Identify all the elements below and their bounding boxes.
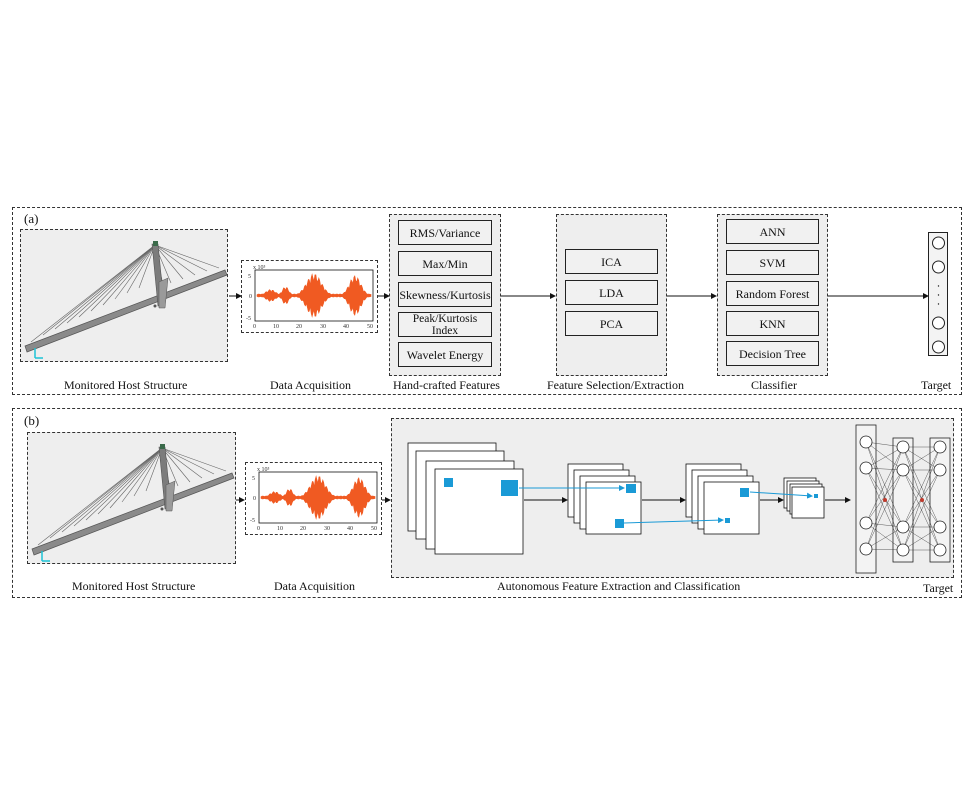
fc-connection — [902, 446, 941, 471]
fc-connection — [865, 441, 904, 528]
fc-connection — [902, 446, 941, 528]
ytick-a-2: -5 — [246, 316, 251, 322]
caption-classifier: Classifier — [751, 378, 797, 392]
xtick-b-1: 10 — [277, 526, 283, 532]
bridge-image-b — [27, 432, 236, 564]
fc-connection — [865, 441, 904, 471]
caption-structure-b: Monitored Host Structure — [72, 579, 196, 593]
fc-connection — [865, 446, 904, 524]
plot-exponent-a: x 10³ — [253, 265, 266, 271]
classifier-random-forest: Random Forest — [726, 281, 819, 306]
xtick-a-2: 20 — [296, 324, 302, 330]
xtick-a-5: 50 — [367, 324, 373, 330]
fc-connection — [865, 469, 904, 524]
fc-node — [896, 520, 910, 534]
xtick-a-1: 10 — [273, 324, 279, 330]
feature-skewness-kurtosis: Skewness/Kurtosis — [398, 282, 492, 307]
panel-b-label: (b) — [24, 413, 40, 428]
classifier-decision-tree: Decision Tree — [726, 341, 819, 366]
xtick-b-0: 0 — [257, 526, 260, 532]
fc-connection — [865, 446, 904, 550]
fc-node — [896, 463, 910, 477]
selection-pca: PCA — [565, 311, 658, 336]
fc-connection — [865, 522, 904, 551]
target-layer-a — [928, 232, 948, 356]
fc-node — [859, 435, 873, 449]
caption-acquisition-b: Data Acquisition — [274, 579, 355, 593]
data-acquisition-plot-b: x 10³ 5 0 -5 0 10 20 30 40 50 — [245, 462, 382, 535]
caption-acquisition-a: Data Acquisition — [270, 378, 351, 392]
selection-lda: LDA — [565, 280, 658, 305]
target-nodes-a — [932, 236, 945, 354]
fc-connection — [865, 446, 904, 469]
xtick-a-0: 0 — [253, 324, 256, 330]
xtick-a-3: 30 — [320, 324, 326, 330]
fc-node — [933, 543, 947, 557]
vibration-signal-b: x 10³ 5 0 -5 0 10 20 30 40 50 — [250, 467, 378, 532]
xtick-b-2: 20 — [300, 526, 306, 532]
vibration-signal-a: x 10³ 5 0 -5 0 10 20 30 40 50 — [246, 265, 374, 330]
caption-structure-a: Monitored Host Structure — [64, 378, 188, 392]
fc-node — [859, 516, 873, 530]
xtick-b-4: 40 — [347, 526, 353, 532]
ytick-b-0: 5 — [252, 476, 255, 482]
cable-stayed-bridge-b — [31, 444, 235, 562]
fc-node — [896, 440, 910, 454]
panel-a-label: (a) — [24, 211, 39, 226]
fc-connection — [902, 526, 941, 551]
panel-b — [12, 408, 962, 598]
ytick-b-2: -5 — [250, 518, 255, 524]
feature-max-min: Max/Min — [398, 251, 492, 276]
data-acquisition-plot-a: x 10³ 5 0 -5 0 10 20 30 40 50 — [241, 260, 378, 333]
fc-node — [859, 461, 873, 475]
xtick-b-5: 50 — [371, 526, 377, 532]
fc-connection — [865, 467, 904, 551]
fc-node — [859, 542, 873, 556]
caption-target-a: Target — [921, 378, 952, 392]
classifier-svm: SVM — [726, 250, 819, 275]
xtick-a-4: 40 — [343, 324, 349, 330]
fc-connection — [902, 469, 941, 551]
fc-connection — [865, 469, 904, 550]
fc-node — [896, 543, 910, 557]
classifier-ann: ANN — [726, 219, 819, 244]
ytick-a-1: 0 — [249, 294, 252, 300]
fc-node — [933, 463, 947, 477]
panel-a — [12, 207, 962, 395]
classifier-knn: KNN — [726, 311, 819, 336]
selection-ica: ICA — [565, 249, 658, 274]
feature-peak-kurtosis-index: Peak/Kurtosis Index — [398, 312, 492, 337]
fc-connection — [865, 441, 904, 551]
caption-selection: Feature Selection/Extraction — [547, 378, 684, 392]
caption-target-b: Target — [923, 581, 954, 595]
bridge-image-a — [20, 229, 228, 362]
feature-wavelet-energy: Wavelet Energy — [398, 342, 492, 367]
ytick-b-1: 0 — [253, 496, 256, 502]
ytick-a-0: 5 — [248, 274, 251, 280]
plot-exponent-b: x 10³ — [257, 467, 270, 473]
caption-autonomous: Autonomous Feature Extraction and Classi… — [497, 579, 741, 593]
fc-node — [933, 440, 947, 454]
caption-handcrafted: Hand-crafted Features — [393, 378, 500, 392]
xtick-b-3: 30 — [324, 526, 330, 532]
fc-node — [933, 520, 947, 534]
feature-rms-variance: RMS/Variance — [398, 220, 492, 245]
cable-stayed-bridge-a — [24, 241, 228, 359]
fc-connection — [865, 526, 904, 550]
